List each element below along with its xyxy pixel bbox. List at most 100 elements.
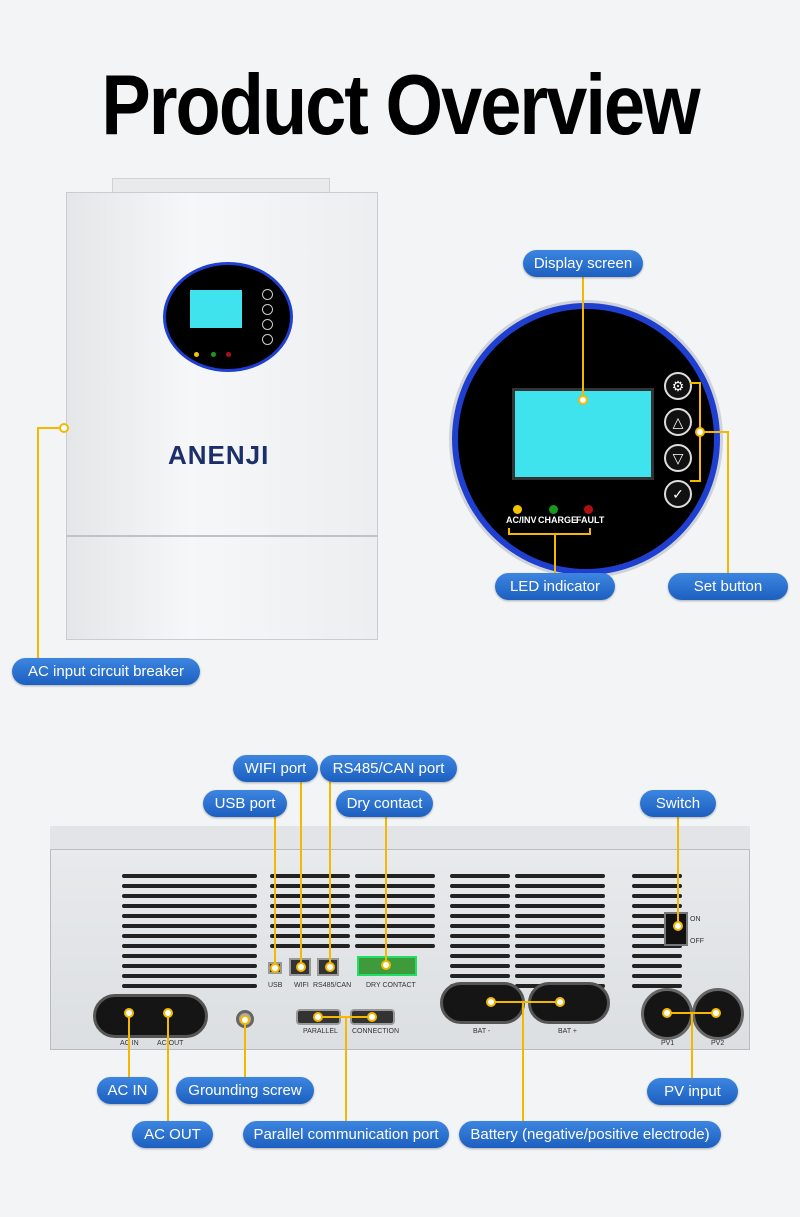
port-label: AC OUT (157, 1040, 184, 1047)
down-icon[interactable]: ▽ (664, 444, 692, 472)
small-button (262, 289, 273, 300)
port-label: USB (268, 982, 283, 989)
vent-slot (450, 934, 510, 938)
vent-slot (450, 954, 510, 958)
small-lcd (190, 290, 242, 328)
power-switch[interactable] (664, 912, 688, 946)
pv1-input (641, 988, 693, 1040)
callout-dry-contact: Dry contact (336, 790, 433, 817)
gear-icon[interactable]: ⚙ (664, 372, 692, 400)
port-label: DRY CONTACT (366, 982, 416, 989)
vent-slot (270, 904, 350, 908)
led-label: AC/INV (506, 515, 537, 525)
inverter-front (66, 192, 378, 640)
callout-led-indicator: LED indicator (495, 573, 615, 600)
switch-label: OFF (690, 938, 704, 945)
vent-slot (450, 874, 510, 878)
callout-switch: Switch (640, 790, 716, 817)
battery-negative (440, 982, 525, 1024)
port-label: PV1 (661, 1040, 675, 1047)
vent-slot (632, 874, 682, 878)
vent-slot (632, 914, 682, 918)
set-buttons: ⚙ △ ▽ ✓ (664, 372, 692, 508)
up-icon[interactable]: △ (664, 408, 692, 436)
parallel-port (296, 1009, 341, 1025)
vent-slot (355, 934, 435, 938)
vent-slot (270, 914, 350, 918)
small-button (262, 304, 273, 315)
port-label: CONNECTION (352, 1028, 400, 1035)
vent-slot (632, 944, 682, 948)
vent-slot (270, 894, 350, 898)
vent-slot (122, 934, 257, 938)
port-label: PARALLEL (303, 1028, 338, 1035)
connection-port (350, 1009, 395, 1025)
vent-slot (632, 954, 682, 958)
vent-slot (270, 874, 350, 878)
small-button (262, 334, 273, 345)
ac-terminal-cover (93, 994, 208, 1038)
vent-slot (122, 894, 257, 898)
vent-slot (270, 924, 350, 928)
rear-top-lip (50, 826, 750, 850)
led-ac-inv (513, 505, 522, 514)
vent-slot (450, 964, 510, 968)
vent-slot (270, 884, 350, 888)
vent-slot (122, 944, 257, 948)
small-led (194, 352, 199, 357)
vent-slot (122, 904, 257, 908)
vent-slot (515, 924, 605, 928)
vent-slot (515, 934, 605, 938)
vent-slot (122, 984, 257, 988)
port-label: RS485/CAN (313, 982, 352, 989)
vent-slot (515, 894, 605, 898)
port-label: BAT - (473, 1028, 491, 1035)
vent-slot (632, 904, 682, 908)
vent-slot (450, 914, 510, 918)
brand-logo: ANENJI (168, 440, 270, 470)
dry-contact-terminal (357, 956, 417, 976)
small-led (211, 352, 216, 357)
vent-slot (270, 944, 350, 948)
vent-slot (632, 934, 682, 938)
callout-set-button: Set button (668, 573, 788, 600)
vent-slot (450, 924, 510, 928)
vent-slot (515, 954, 605, 958)
vent-slot (515, 904, 605, 908)
vent-slot (122, 954, 257, 958)
callout-battery: Battery (negative/positive electrode) (459, 1121, 721, 1148)
vent-slot (355, 914, 435, 918)
pv2-input (692, 988, 744, 1040)
small-display-panel (163, 262, 293, 372)
vent-slot (632, 884, 682, 888)
vent-slot (122, 914, 257, 918)
led-label: CHARGE (538, 515, 578, 525)
callout-pv-input: PV input (647, 1078, 738, 1105)
port-label: BAT + (558, 1028, 578, 1035)
port-label: AC IN (120, 1040, 139, 1047)
port-label: WIFI (294, 982, 309, 989)
port-label: PV2 (711, 1040, 725, 1047)
vent-slot (450, 944, 510, 948)
vent-slot (355, 894, 435, 898)
vent-slot (632, 984, 682, 988)
vent-slot (122, 874, 257, 878)
rs485-port (317, 958, 339, 976)
vent-slot (632, 894, 682, 898)
battery-positive (528, 982, 610, 1024)
vent-slot (355, 944, 435, 948)
led-charge (549, 505, 558, 514)
led-label: FAULT (576, 515, 605, 525)
vent-slot (515, 944, 605, 948)
vent-slot (515, 914, 605, 918)
vent-slot (450, 974, 510, 978)
callout-usb-port: USB port (203, 790, 287, 817)
check-icon[interactable]: ✓ (664, 480, 692, 508)
switch-label: ON (690, 916, 701, 923)
vent-slot (355, 924, 435, 928)
vent-slot (450, 904, 510, 908)
vent-slot (122, 964, 257, 968)
callout-wifi-port: WIFI port (233, 755, 318, 782)
callout-grounding-screw: Grounding screw (176, 1077, 314, 1104)
vent-slot (515, 874, 605, 878)
